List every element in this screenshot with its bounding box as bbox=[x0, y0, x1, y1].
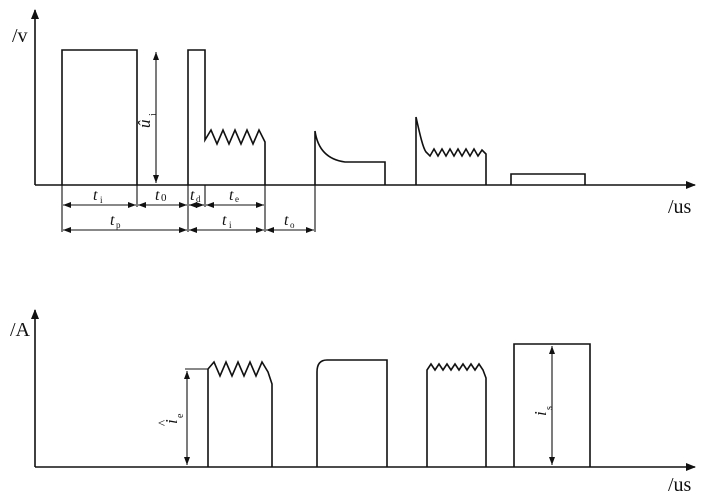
svg-text:t: t bbox=[93, 187, 98, 204]
svg-text:0: 0 bbox=[161, 192, 167, 204]
svg-text:i: i bbox=[531, 411, 550, 416]
current-pulse-3 bbox=[426, 362, 487, 467]
current-plot: /A /us i ^ e i s bbox=[10, 309, 696, 496]
svg-text:i: i bbox=[229, 220, 232, 230]
current-unit-label: /A bbox=[10, 319, 31, 341]
voltage-pulse-4 bbox=[415, 116, 487, 185]
current-pulse-1 bbox=[207, 359, 273, 467]
svg-text:û: û bbox=[135, 120, 154, 129]
svg-text:e: e bbox=[175, 413, 186, 418]
current-time-unit-label: /us bbox=[668, 474, 692, 496]
ie-label: i ^ e bbox=[155, 413, 186, 426]
svg-text:s: s bbox=[544, 406, 555, 410]
svg-text:p: p bbox=[116, 220, 121, 230]
svg-text:^: ^ bbox=[155, 420, 170, 426]
peak-voltage-label: û i bbox=[135, 113, 159, 128]
voltage-unit-label: /v bbox=[12, 25, 28, 47]
svg-text:t: t bbox=[229, 187, 234, 204]
dimension-ticks bbox=[61, 185, 316, 232]
voltage-time-unit-label: /us bbox=[668, 196, 692, 218]
svg-text:i: i bbox=[162, 419, 181, 424]
svg-text:t: t bbox=[110, 212, 115, 229]
svg-text:e: e bbox=[235, 194, 239, 204]
svg-text:i: i bbox=[100, 195, 103, 205]
voltage-pulse-3 bbox=[314, 130, 386, 185]
voltage-pulse-5 bbox=[510, 173, 586, 185]
svg-text:d: d bbox=[196, 194, 201, 204]
voltage-pulse-2 bbox=[187, 49, 266, 185]
voltage-plot: /v /us û i t i bbox=[12, 9, 696, 233]
to-label: t o bbox=[284, 212, 295, 230]
te-label: t e bbox=[229, 187, 239, 204]
current-pulse-4 bbox=[513, 343, 591, 467]
is-label: i s bbox=[531, 406, 555, 416]
voltage-pulse-1 bbox=[61, 49, 138, 185]
tp-label: t p bbox=[110, 212, 121, 230]
svg-text:t: t bbox=[222, 212, 227, 229]
td-label: t d bbox=[190, 187, 201, 204]
ti-label: t i bbox=[93, 187, 103, 205]
current-pulse-2 bbox=[316, 359, 388, 467]
ti2-label: t i bbox=[222, 212, 232, 230]
svg-text:t: t bbox=[284, 212, 289, 229]
svg-text:t: t bbox=[190, 187, 195, 204]
svg-text:i: i bbox=[148, 113, 159, 116]
svg-text:t: t bbox=[155, 187, 160, 204]
svg-text:o: o bbox=[290, 220, 295, 230]
t0-label: t 0 bbox=[155, 187, 167, 204]
